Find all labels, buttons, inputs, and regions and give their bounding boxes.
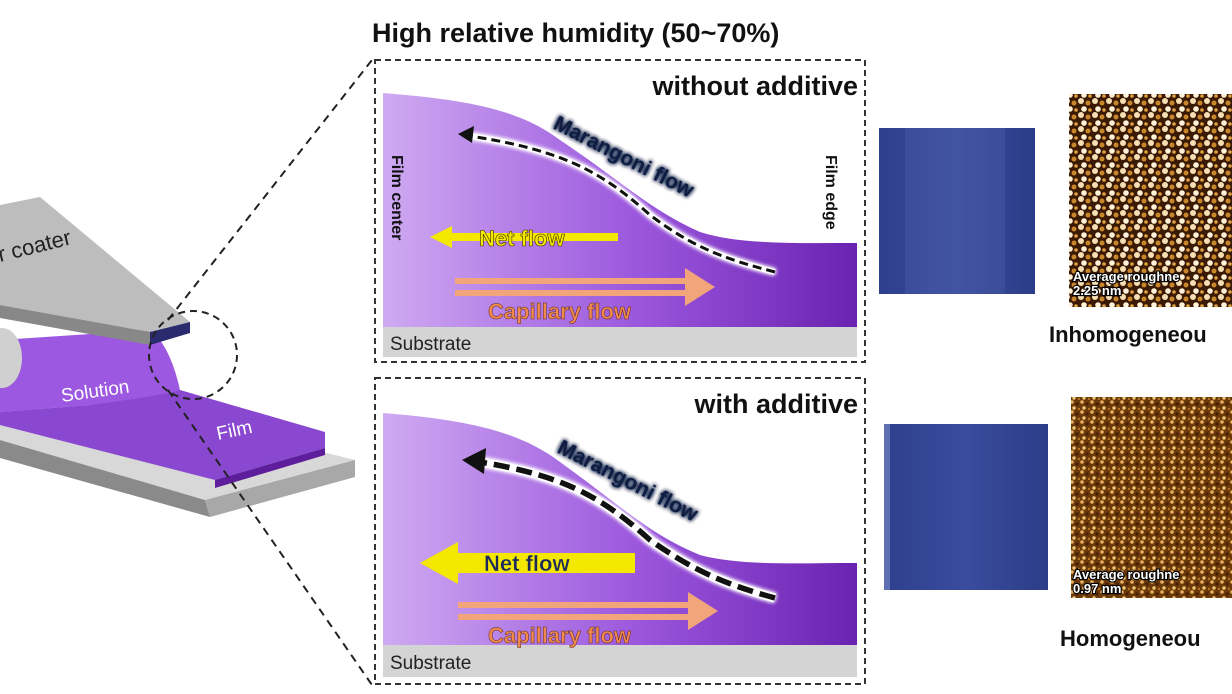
afm-image-with <box>1071 397 1232 598</box>
net-flow-label: Net flow <box>484 551 570 576</box>
film-photo-without-highlight <box>905 128 1005 294</box>
film-center-label: Film center <box>388 155 405 240</box>
net-flow-shaft <box>450 233 618 241</box>
marangoni-arrowhead <box>462 448 486 474</box>
zoom-circle <box>148 310 238 400</box>
coater-film-edge <box>215 448 325 488</box>
morphology-label-with: Homogeneou <box>1060 626 1201 651</box>
film-photo-without <box>879 128 1035 294</box>
coater-blade-tip <box>150 322 190 345</box>
blade-coater-illustration: r coater Solution Film <box>0 59 373 686</box>
panel-heading: with additive <box>693 389 858 419</box>
coater-solution <box>0 330 180 412</box>
coater-substrate-side <box>0 440 210 517</box>
capillary-label: Capillary flow <box>488 299 632 324</box>
film-photo-with <box>884 424 1048 590</box>
substrate-label: Substrate <box>390 334 471 355</box>
substrate-bar <box>383 327 857 357</box>
solution-profile <box>383 93 857 327</box>
net-flow-arrowhead <box>420 542 458 584</box>
solution-profile <box>383 413 857 645</box>
coater-substrate-front <box>205 460 355 517</box>
film-photo-with-edge <box>884 424 890 590</box>
marangoni-arrow <box>469 134 776 274</box>
afm-image-without <box>1069 94 1232 307</box>
substrate-bar <box>383 645 857 677</box>
panel-without-additive: without additive Substrate Film center F… <box>374 59 866 363</box>
net-flow-arrowhead <box>430 226 452 248</box>
results-column: Average roughne 2.25 nm Average roughne … <box>879 94 1232 651</box>
morphology-label-without: Inhomogeneou <box>1049 322 1207 347</box>
coater-roller <box>0 328 22 388</box>
roughness-label-with: Average roughne <box>1073 567 1179 582</box>
marangoni-arrowhead <box>458 126 474 143</box>
film-edge-label: Film edge <box>822 155 839 230</box>
marangoni-arrow <box>479 459 776 601</box>
roughness-label-without: Average roughne <box>1073 269 1179 284</box>
panel-with-additive: with additive Substrate Marangoni flow N… <box>374 377 866 685</box>
roughness-value-with: 0.97 nm <box>1073 581 1121 596</box>
capillary-shaft-top <box>458 602 688 608</box>
zoom-line-top <box>167 59 373 321</box>
net-flow-label: Net flow <box>479 226 565 251</box>
panel-heading: without additive <box>652 71 859 101</box>
figure-title: High relative humidity (50~70%) <box>372 18 779 48</box>
net-flow-shaft <box>455 553 635 573</box>
capillary-shaft-bottom <box>458 614 688 620</box>
coater-blade-top <box>0 197 190 332</box>
capillary-arrowhead <box>688 592 718 630</box>
panel-frame <box>374 377 866 685</box>
capillary-arrowhead <box>685 268 715 306</box>
roughness-value-without: 2.25 nm <box>1073 283 1121 298</box>
capillary-shaft-top <box>455 278 685 284</box>
zoom-line-bottom <box>167 389 373 686</box>
capillary-label: Capillary flow <box>488 623 632 648</box>
coater-film <box>0 390 325 480</box>
substrate-label: Substrate <box>390 653 471 674</box>
capillary-shaft-bottom <box>455 290 685 296</box>
panel-frame <box>374 59 866 363</box>
coater-blade-edge <box>0 305 150 345</box>
